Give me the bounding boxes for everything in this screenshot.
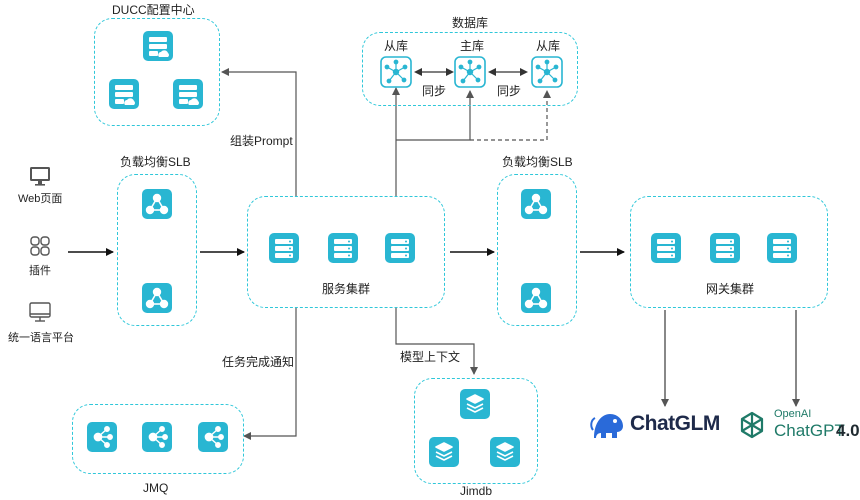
plugin-icon <box>30 236 50 256</box>
arrow-service-to-ducc <box>221 68 297 196</box>
desktop-icon <box>29 302 51 322</box>
ducc-title: DUCC配置中心 <box>112 3 195 17</box>
database-title: 数据库 <box>452 16 489 30</box>
chatglm-mascot-icon <box>590 414 623 438</box>
sync-left-label: 同步 <box>422 84 447 98</box>
slb-right-box <box>497 174 577 326</box>
jimdb-title: Jimdb <box>460 484 493 498</box>
gateway-cluster-box <box>630 196 828 308</box>
load-balancer-icon <box>521 283 551 313</box>
monitor-icon <box>30 167 50 186</box>
config-server-icon <box>173 79 203 109</box>
database-node-icon <box>380 56 412 88</box>
slave-left-label: 从库 <box>384 39 409 53</box>
server-icon <box>269 233 299 263</box>
database-node-icon <box>531 56 563 88</box>
chatgpt-wordmark: ChatGPT <box>774 421 845 440</box>
edge-label-task-done: 任务完成通知 <box>222 355 295 369</box>
chatglm-wordmark: ChatGLM <box>630 412 720 435</box>
openai-logo: OpenAI ChatGPT 4.0 <box>736 406 860 446</box>
chatglm-logo: ChatGLM <box>590 406 730 446</box>
openai-wordmark: OpenAI <box>774 408 812 420</box>
message-queue-icon <box>87 422 117 452</box>
jimdb-box <box>414 378 538 484</box>
load-balancer-icon <box>142 283 172 313</box>
cache-stack-icon <box>460 389 490 419</box>
config-server-icon <box>109 79 139 109</box>
ducc-box <box>94 18 220 126</box>
edge-label-assemble-prompt: 组装Prompt <box>230 134 293 148</box>
message-queue-icon <box>142 422 172 452</box>
arrow-service-to-jmq <box>243 308 297 440</box>
arrow-service-to-slave-right <box>470 90 551 141</box>
cache-stack-icon <box>429 437 459 467</box>
edge-label-model-context: 模型上下文 <box>400 350 461 364</box>
server-icon <box>651 233 681 263</box>
master-label: 主库 <box>460 39 485 53</box>
jmq-box <box>72 404 244 474</box>
jmq-title: JMQ <box>143 481 169 495</box>
server-icon <box>710 233 740 263</box>
arrow-service-to-jimdb <box>395 308 478 375</box>
slb-left-title: 负载均衡SLB <box>120 155 191 169</box>
database-box <box>362 32 578 106</box>
server-icon <box>385 233 415 263</box>
slave-right-label: 从库 <box>536 39 561 53</box>
message-queue-icon <box>198 422 228 452</box>
load-balancer-icon <box>521 189 551 219</box>
chatgpt-version: 4.0 <box>836 421 860 440</box>
slb-left-box <box>117 174 197 326</box>
client-web-label: Web页面 <box>18 193 63 205</box>
sync-right-label: 同步 <box>497 84 522 98</box>
database-node-icon <box>454 56 486 88</box>
openai-knot-icon <box>740 411 764 439</box>
client-platform-label: 统一语言平台 <box>8 332 74 344</box>
slb-right-title: 负载均衡SLB <box>502 155 573 169</box>
cache-stack-icon <box>490 437 520 467</box>
service-cluster-title: 服务集群 <box>322 282 371 296</box>
server-icon <box>767 233 797 263</box>
gateway-cluster-title: 网关集群 <box>706 282 755 296</box>
client-plugin-label: 插件 <box>29 265 51 277</box>
config-server-icon <box>143 31 173 61</box>
load-balancer-icon <box>142 189 172 219</box>
server-icon <box>328 233 358 263</box>
service-cluster-box <box>247 196 445 308</box>
